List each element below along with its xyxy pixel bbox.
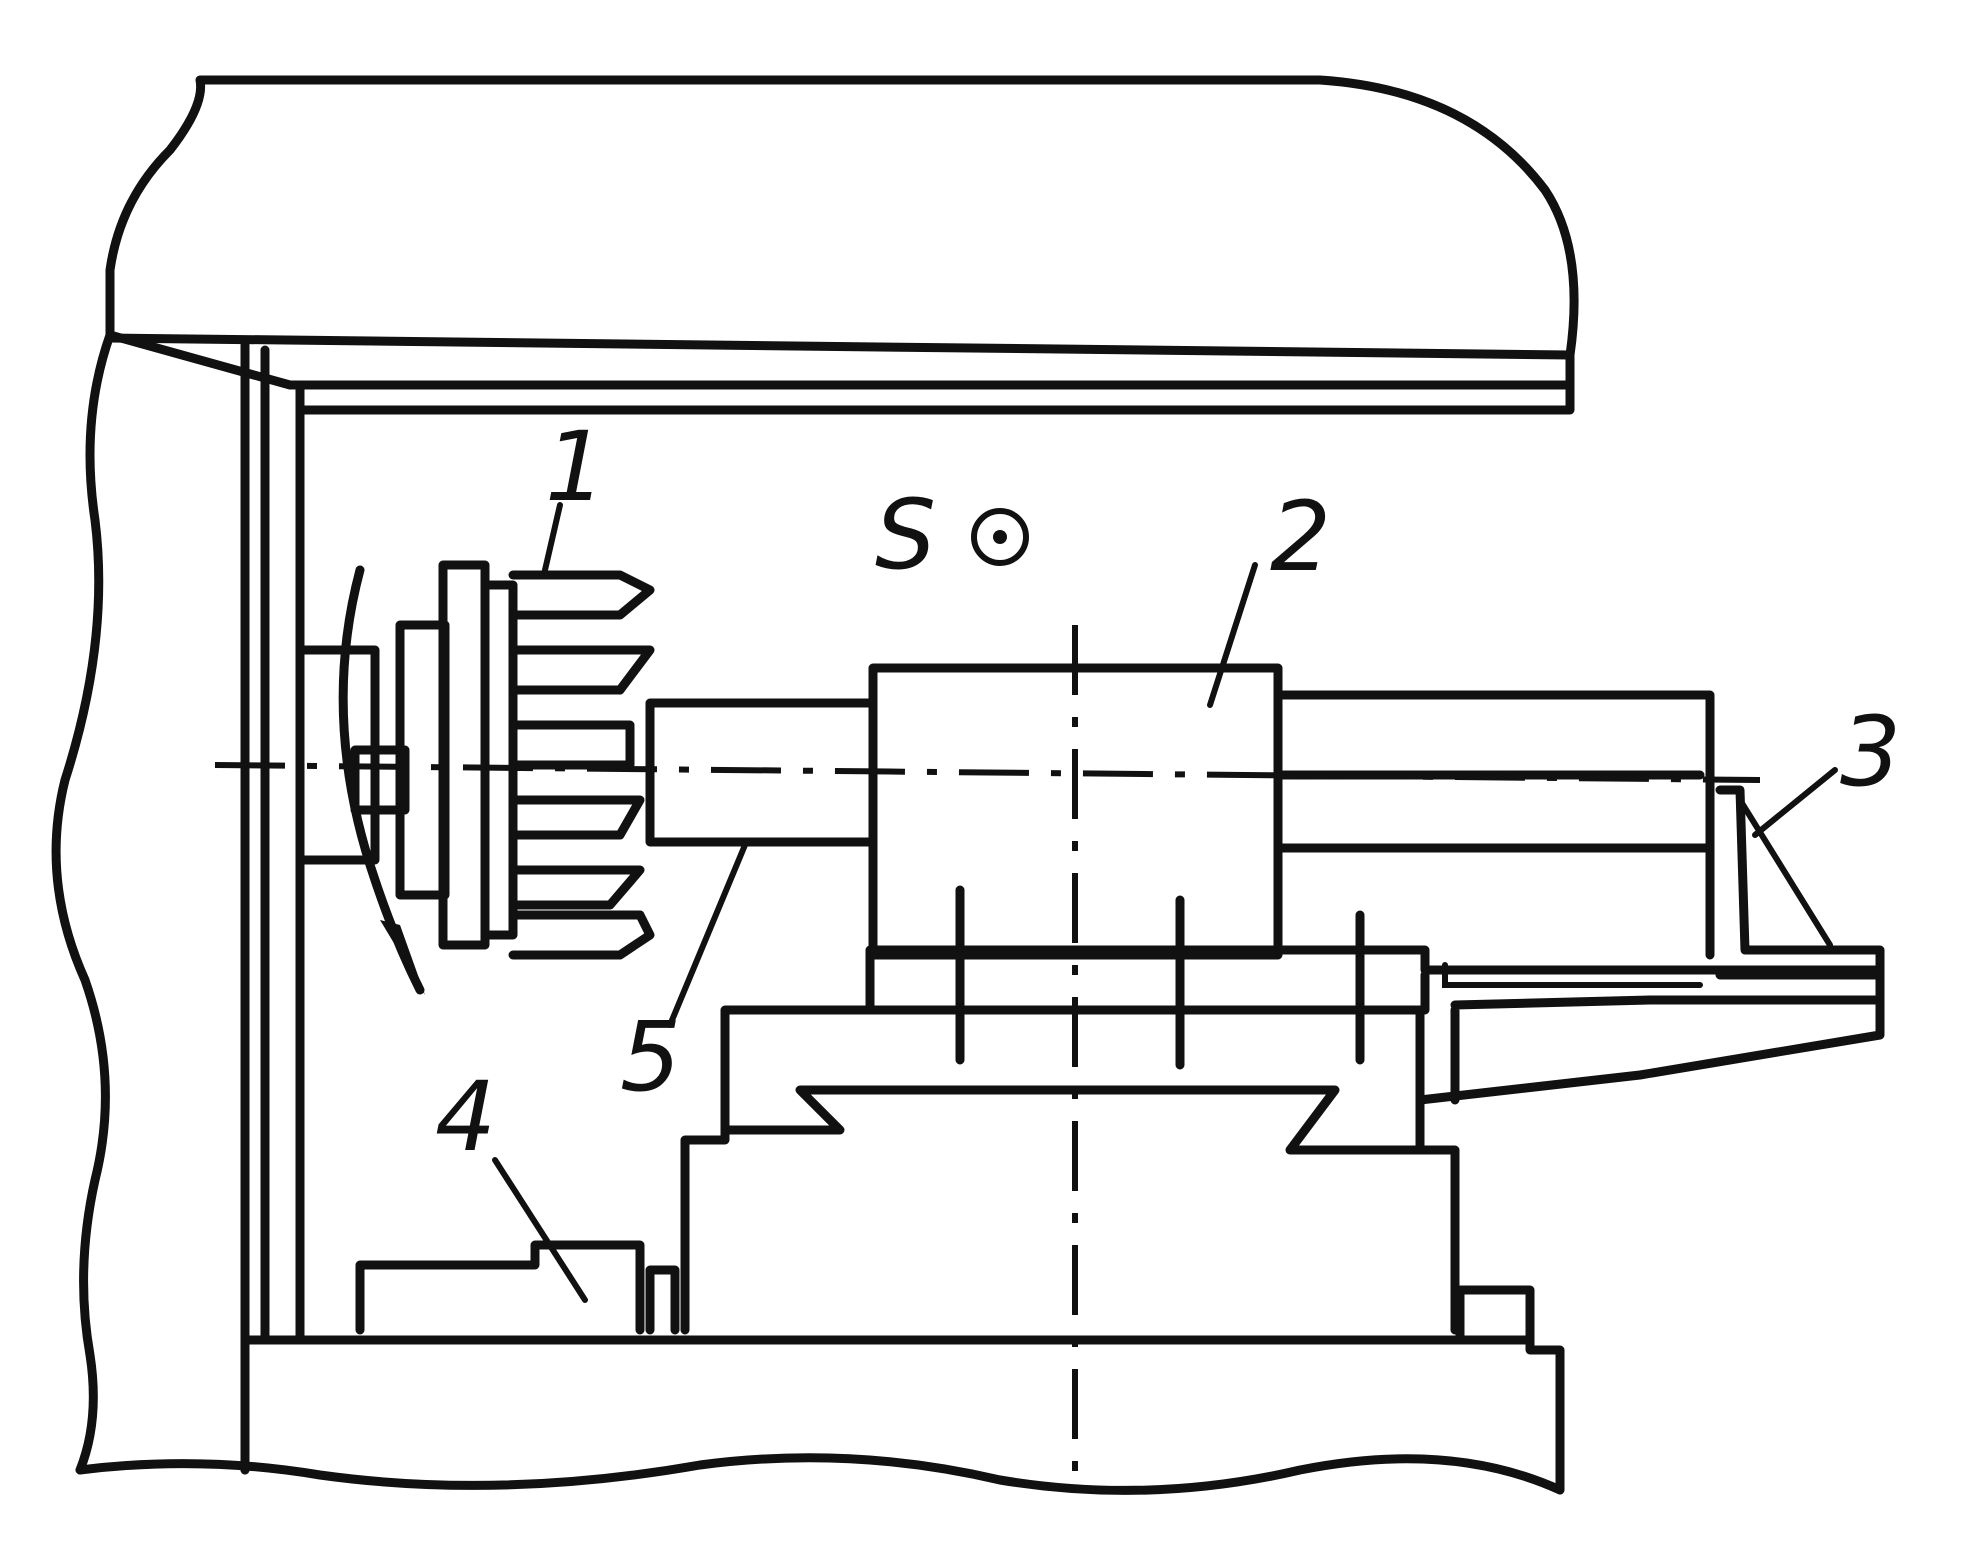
leader-2 xyxy=(1207,562,1258,708)
top-rail xyxy=(295,380,1575,415)
cutter-tooth-4 xyxy=(508,795,645,840)
label-4: 4 xyxy=(435,1061,496,1173)
clamp-top xyxy=(1442,962,1703,988)
workpiece-shaft xyxy=(1273,690,1715,960)
table-lines xyxy=(865,950,1430,1015)
base xyxy=(75,1285,1565,1495)
knee-block xyxy=(680,1005,1460,1335)
cutter-tooth-5 xyxy=(508,865,645,910)
cutter-body xyxy=(480,580,518,940)
leader-5 xyxy=(667,842,748,1028)
cutter-tooth-6 xyxy=(508,910,655,960)
base-slide-block-4 xyxy=(355,1240,645,1335)
leader-1 xyxy=(542,502,563,573)
leader-4 xyxy=(492,1157,588,1303)
label-2: 2 xyxy=(1270,481,1331,593)
spindle-axis xyxy=(214,762,1761,783)
label-5: 5 xyxy=(620,1001,681,1113)
top-housing-lower-edge xyxy=(105,333,1575,360)
feed-direction-dot xyxy=(993,530,1007,544)
label-1: 1 xyxy=(545,411,606,523)
cross-slide-inner xyxy=(1450,995,1885,1105)
base-slide-block-4-gap xyxy=(645,1265,680,1335)
label-3: 3 xyxy=(1840,696,1901,808)
left-column-cut-edge xyxy=(51,330,115,1475)
clamp-3-brace xyxy=(1737,797,1833,948)
clamp-bolts xyxy=(955,885,1365,1070)
arbor-5 xyxy=(645,698,878,847)
dovetail-guide xyxy=(720,1085,1425,1155)
rotation-arrowhead xyxy=(380,920,425,995)
top-housing xyxy=(105,75,1579,390)
spindle-nose xyxy=(350,745,410,815)
leader-3 xyxy=(1752,767,1838,838)
cutter-tooth-2 xyxy=(508,645,655,695)
label-s: S xyxy=(875,479,936,591)
clamp-3 xyxy=(1715,785,1885,980)
spindle-housing xyxy=(295,645,380,865)
feed-direction-symbol xyxy=(971,508,1029,566)
cutter-tooth-1 xyxy=(508,570,655,620)
cutter-tooth-3 xyxy=(508,720,635,770)
